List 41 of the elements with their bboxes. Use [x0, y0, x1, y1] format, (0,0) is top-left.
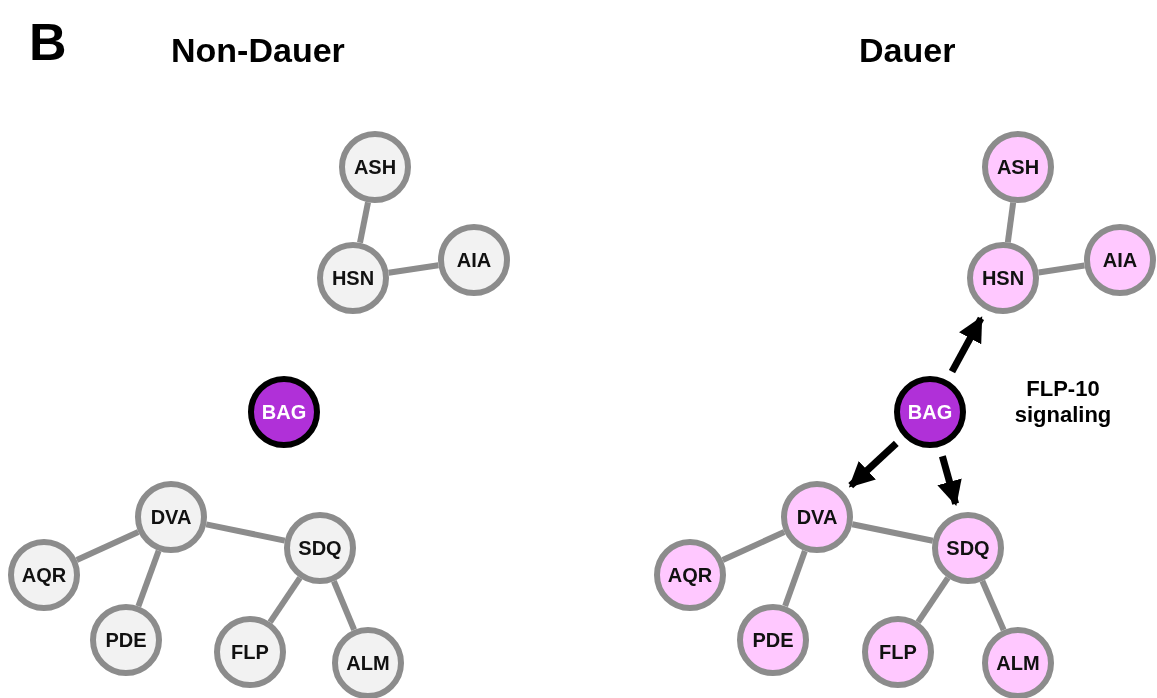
- neuron-circle: AIA: [1084, 224, 1156, 296]
- connector-line: [721, 529, 786, 563]
- neuron-circle: ASH: [982, 131, 1054, 203]
- neuron-circle: HSN: [317, 242, 389, 314]
- panel-heading: Dauer: [859, 30, 956, 70]
- neuron-circle: AQR: [654, 539, 726, 611]
- connector-line: [1038, 262, 1085, 276]
- neuron-circle: SDQ: [284, 512, 356, 584]
- neuron-circle: HSN: [967, 242, 1039, 314]
- neuron-circle: ALM: [982, 627, 1054, 698]
- connector-line: [851, 521, 934, 544]
- connector-line: [75, 529, 140, 563]
- annotation-text: FLP-10 signaling: [1013, 375, 1113, 429]
- highlighted-neuron-circle: BAG: [248, 376, 320, 448]
- neuron-circle: PDE: [90, 604, 162, 676]
- neuron-circle: AIA: [438, 224, 510, 296]
- neuron-circle: FLP: [862, 616, 934, 688]
- connector-line: [388, 262, 439, 276]
- arrow: [937, 455, 962, 507]
- neuron-circle: DVA: [135, 481, 207, 553]
- connector-line: [782, 549, 808, 608]
- connector-line: [135, 549, 162, 608]
- panel-letter: B: [29, 12, 67, 72]
- neuron-circle: FLP: [214, 616, 286, 688]
- highlighted-neuron-circle: BAG: [894, 376, 966, 448]
- connector-line: [357, 201, 371, 244]
- neuron-circle: AQR: [8, 539, 80, 611]
- arrow: [948, 316, 985, 374]
- neuron-circle: PDE: [737, 604, 809, 676]
- panel-heading: Non-Dauer: [171, 30, 345, 70]
- connector-line: [267, 576, 303, 624]
- connector-line: [1004, 202, 1017, 243]
- neuron-circle: DVA: [781, 481, 853, 553]
- connector-line: [205, 521, 286, 544]
- arrow: [848, 440, 899, 489]
- connector-line: [331, 580, 357, 631]
- neuron-circle: SDQ: [932, 512, 1004, 584]
- connector-line: [979, 579, 1007, 632]
- connector-line: [915, 576, 951, 624]
- neuron-circle: ALM: [332, 627, 404, 698]
- neuron-circle: ASH: [339, 131, 411, 203]
